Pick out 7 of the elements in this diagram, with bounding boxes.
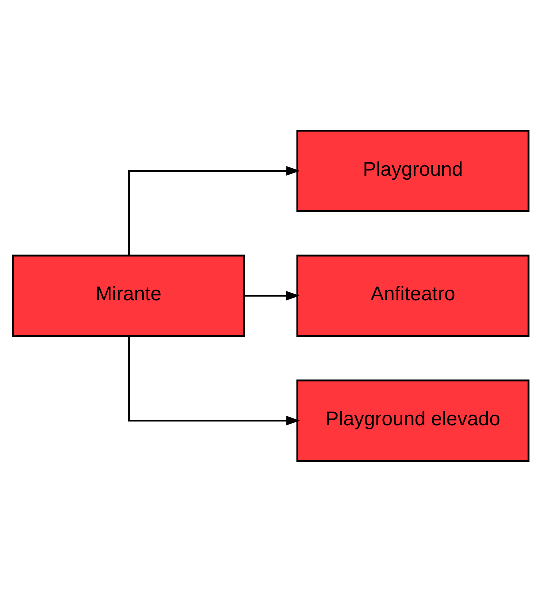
node-box: Mirante xyxy=(12,254,246,338)
arrow xyxy=(128,166,300,256)
node-box: Playground xyxy=(296,130,530,212)
node-box: Playground elevado xyxy=(296,380,530,462)
node-box: Anfiteatro xyxy=(296,254,530,338)
arrow xyxy=(128,336,300,426)
arrow xyxy=(244,291,300,301)
